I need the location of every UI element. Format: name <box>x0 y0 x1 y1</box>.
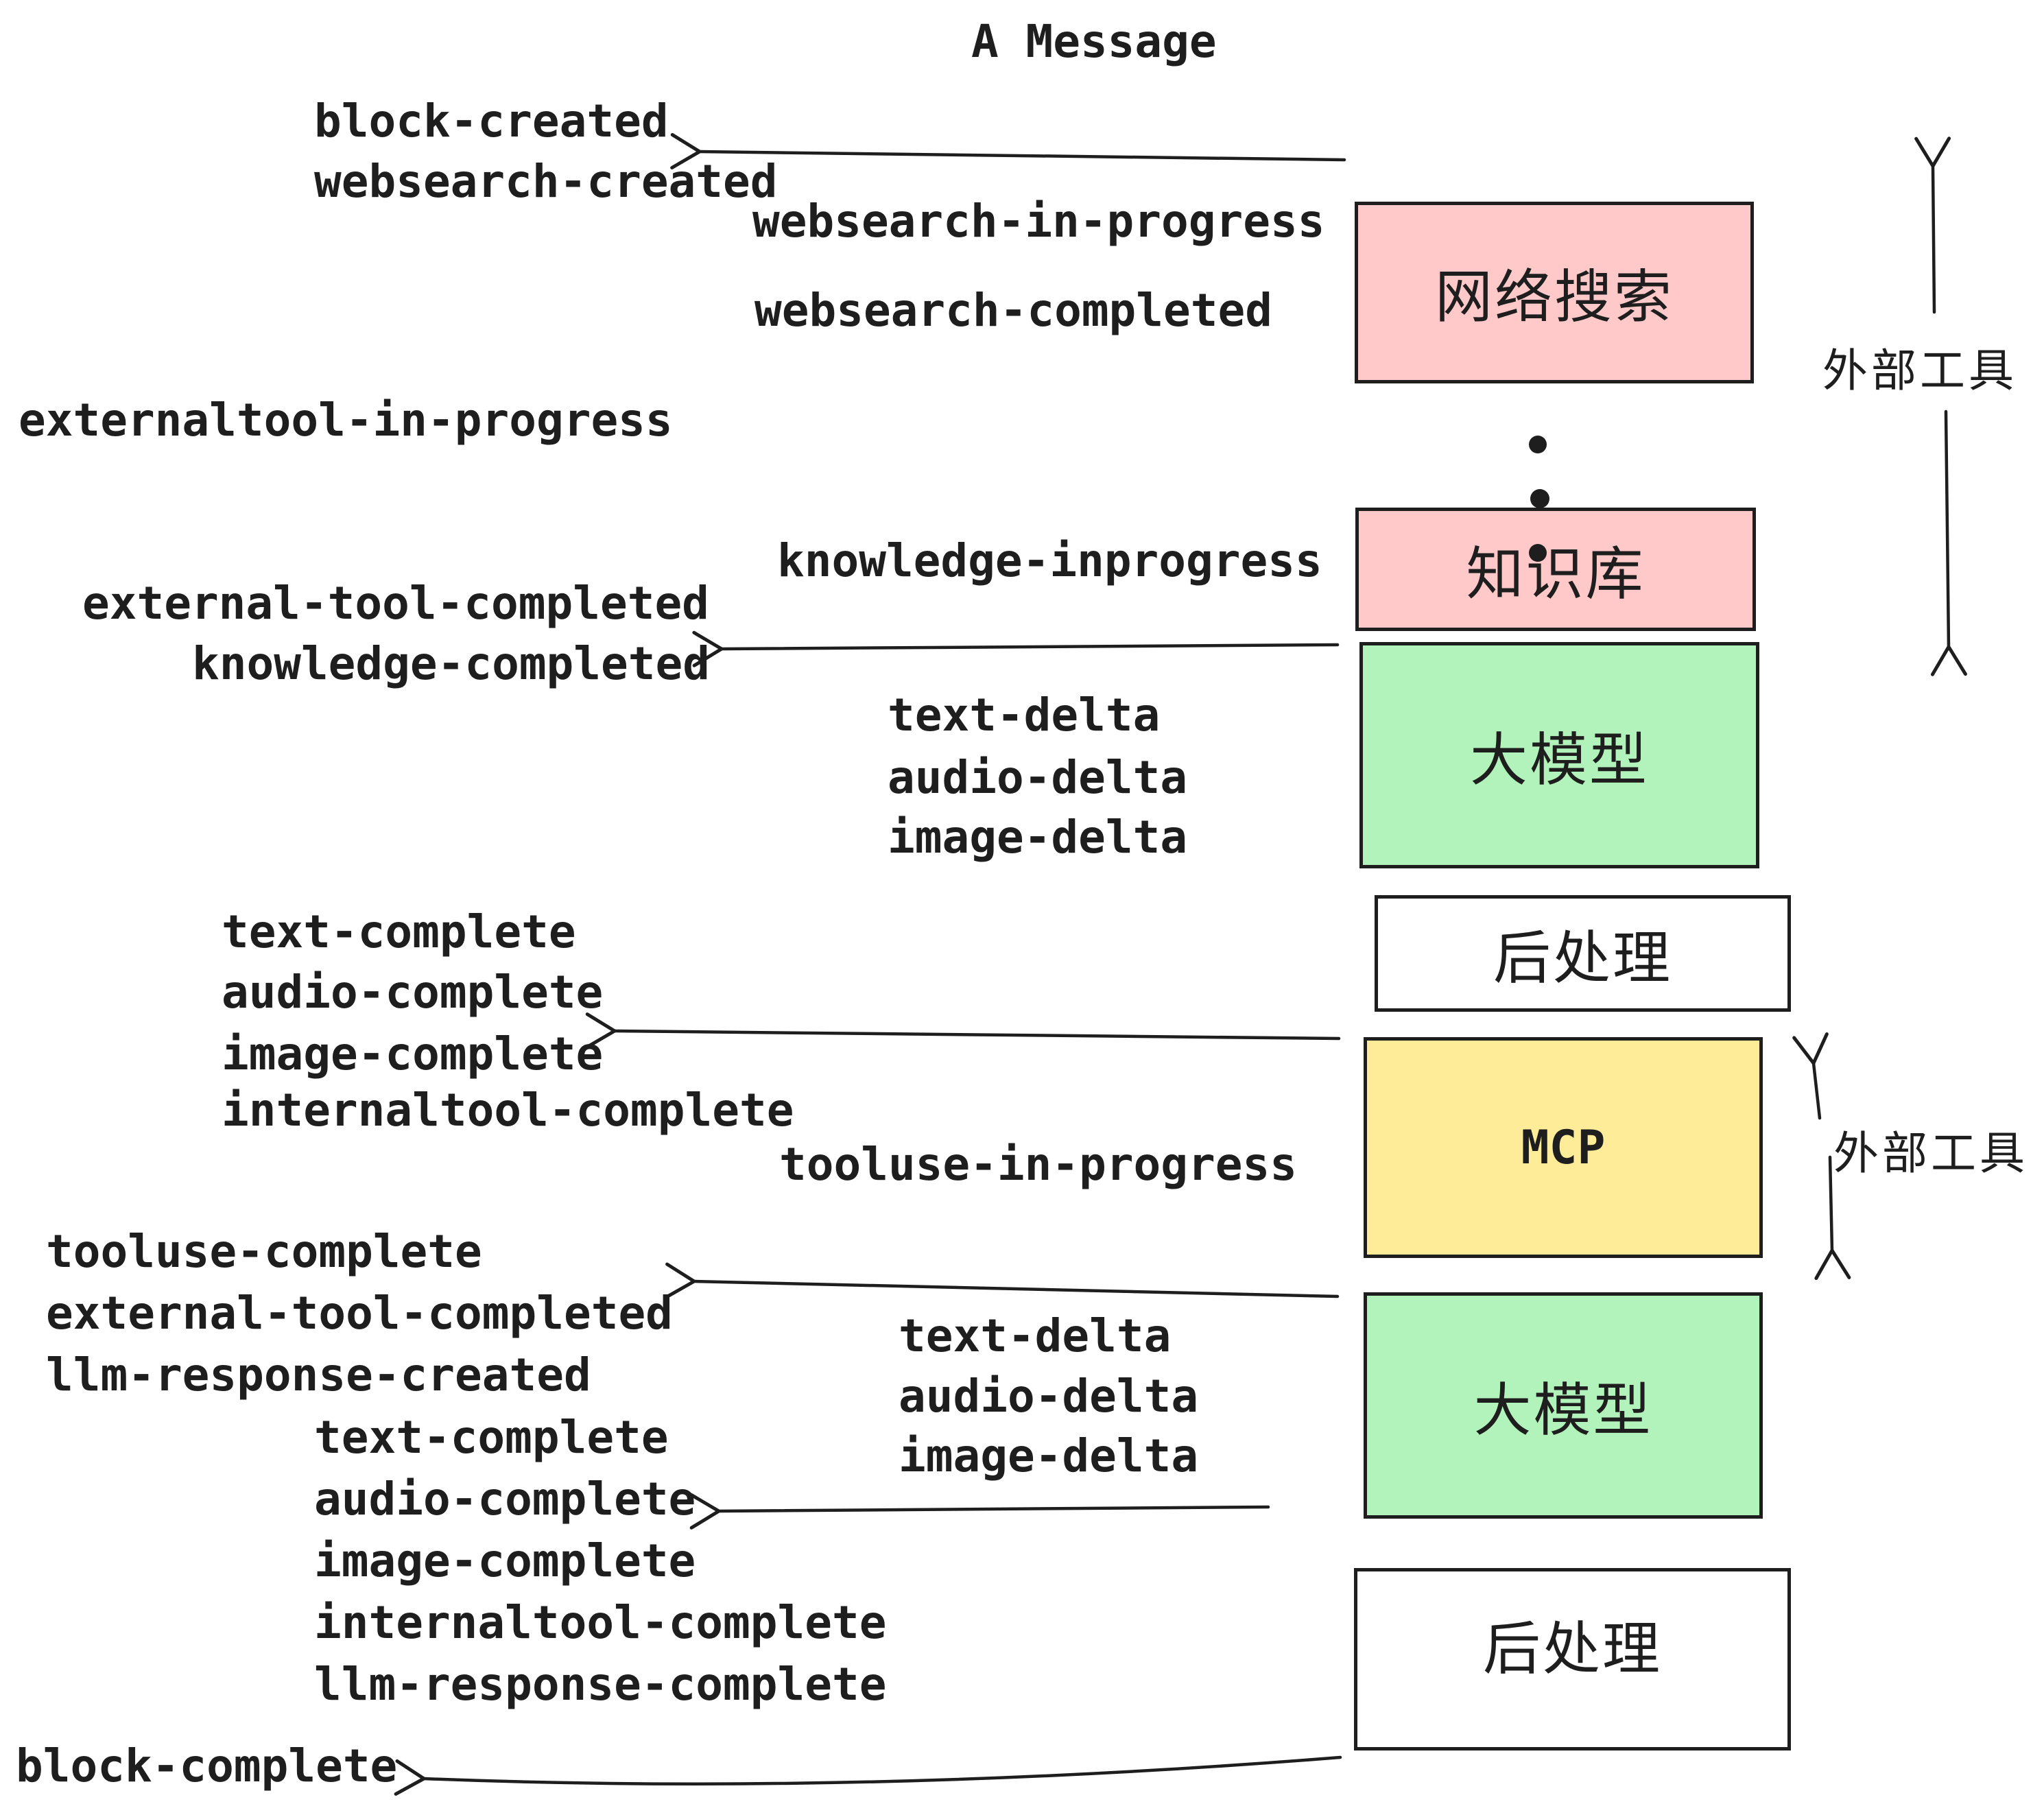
event-label-externaltool-in-progress: externaltool-in-progress <box>19 394 673 447</box>
external-tools-label-top: 外部工具 <box>1822 344 2017 397</box>
box-mcp: MCP <box>1364 1037 1763 1258</box>
external-tools-down-arrow-mcp <box>1814 1155 1851 1281</box>
arrow-to-image-complete <box>585 1012 1341 1049</box>
external-tools-label-mcp: 外部工具 <box>1833 1127 2028 1180</box>
event-label-audio-delta-1: audio-delta <box>888 751 1188 804</box>
event-label-llm-response-complete: llm-response-complete <box>314 1658 887 1711</box>
arrow-to-block-created <box>670 132 1346 169</box>
event-label-websearch-in-progress: websearch-in-progress <box>752 195 1325 248</box>
arrow-to-audio-complete <box>689 1493 1270 1530</box>
event-label-text-delta-1: text-delta <box>888 689 1161 741</box>
event-label-knowledge-completed: knowledge-completed <box>192 637 710 690</box>
box-llm-1: 大模型 <box>1359 642 1759 868</box>
event-label-image-complete-2: image-complete <box>314 1534 696 1587</box>
event-label-knowledge-inprogress: knowledge-inprogress <box>777 534 1322 587</box>
event-label-block-complete: block-complete <box>16 1740 398 1792</box>
event-label-image-delta-2: image-delta <box>899 1429 1199 1482</box>
diagram-title: A Message <box>971 15 1217 68</box>
arrow-to-knowledge-completed <box>692 630 1340 667</box>
event-label-text-complete-2: text-complete <box>314 1411 669 1464</box>
event-label-text-complete-1: text-complete <box>222 905 576 958</box>
external-tools-up-arrow-top <box>1914 137 1951 314</box>
event-label-audio-complete-1: audio-complete <box>222 966 604 1019</box>
box-postprocess-1: 后处理 <box>1375 895 1791 1012</box>
box-postprocess-2: 后处理 <box>1354 1568 1791 1750</box>
event-label-websearch-completed: websearch-completed <box>754 284 1272 337</box>
event-label-block-created: block-created <box>314 95 669 147</box>
external-tools-up-arrow-mcp <box>1792 1032 1829 1120</box>
event-label-audio-delta-2: audio-delta <box>899 1370 1199 1423</box>
event-label-external-tool-completed: external-tool-completed <box>82 577 709 630</box>
arrow-to-tooluse-complete <box>664 1262 1340 1299</box>
event-label-internaltool-complete-2: internaltool-complete <box>314 1596 887 1649</box>
event-label-tooluse-in-progress: tooluse-in-progress <box>779 1138 1297 1191</box>
event-label-llm-response-created: llm-response-created <box>46 1349 591 1401</box>
box-websearch: 网络搜索 <box>1355 202 1754 383</box>
event-label-audio-complete-2: audio-complete <box>314 1473 696 1526</box>
event-label-text-delta-2: text-delta <box>899 1309 1172 1362</box>
event-label-internaltool-complete-1: internaltool-complete <box>222 1084 794 1137</box>
event-label-tooluse-complete: tooluse-complete <box>46 1225 482 1278</box>
event-label-image-complete-1: image-complete <box>222 1028 604 1080</box>
box-llm-2: 大模型 <box>1364 1292 1763 1519</box>
arrow-to-block-complete <box>394 1755 1342 1796</box>
event-label-image-delta-1: image-delta <box>888 811 1188 864</box>
external-tools-down-arrow-top <box>1930 410 1967 676</box>
box-knowledge: 知识库 <box>1355 508 1756 631</box>
event-label-external-tool-completed-2: external-tool-completed <box>46 1287 673 1340</box>
ellipsis-dots <box>1529 436 1549 562</box>
